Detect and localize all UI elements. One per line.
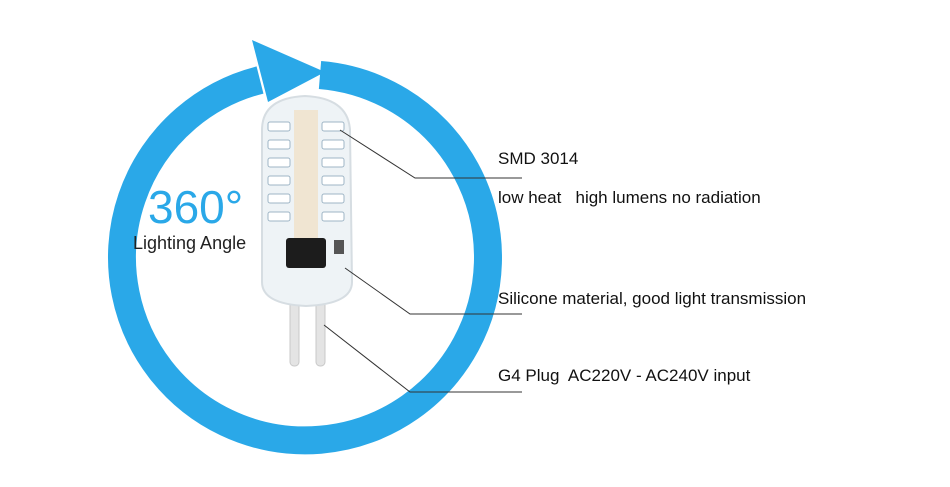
pin-left xyxy=(289,297,300,367)
callout-plug: G4 Plug AC220V - AC240V input xyxy=(498,366,751,385)
circuit-board xyxy=(294,110,318,240)
leader-lines xyxy=(323,129,522,393)
ring-arc xyxy=(108,61,502,455)
callout-material: Silicone material, good light transmissi… xyxy=(498,289,807,308)
driver-chip xyxy=(286,238,326,268)
leader-plug xyxy=(323,324,522,393)
callout-led-type: SMD 3014 xyxy=(498,149,579,168)
leader-led xyxy=(339,129,522,179)
led-chips-left xyxy=(267,121,291,222)
capacitor xyxy=(334,240,344,254)
lighting-angle-label: Lighting Angle xyxy=(133,233,247,253)
leader-material xyxy=(344,267,522,315)
lighting-angle-value: 360° xyxy=(148,181,244,233)
callout-led-benefits: low heat high lumens no radiation xyxy=(498,188,761,207)
g4-led-bulb-icon xyxy=(261,94,354,367)
ring-arrowhead xyxy=(252,40,325,102)
circular-arrow-icon xyxy=(108,40,502,455)
pin-right xyxy=(315,297,326,367)
led-chips-right xyxy=(321,121,345,222)
